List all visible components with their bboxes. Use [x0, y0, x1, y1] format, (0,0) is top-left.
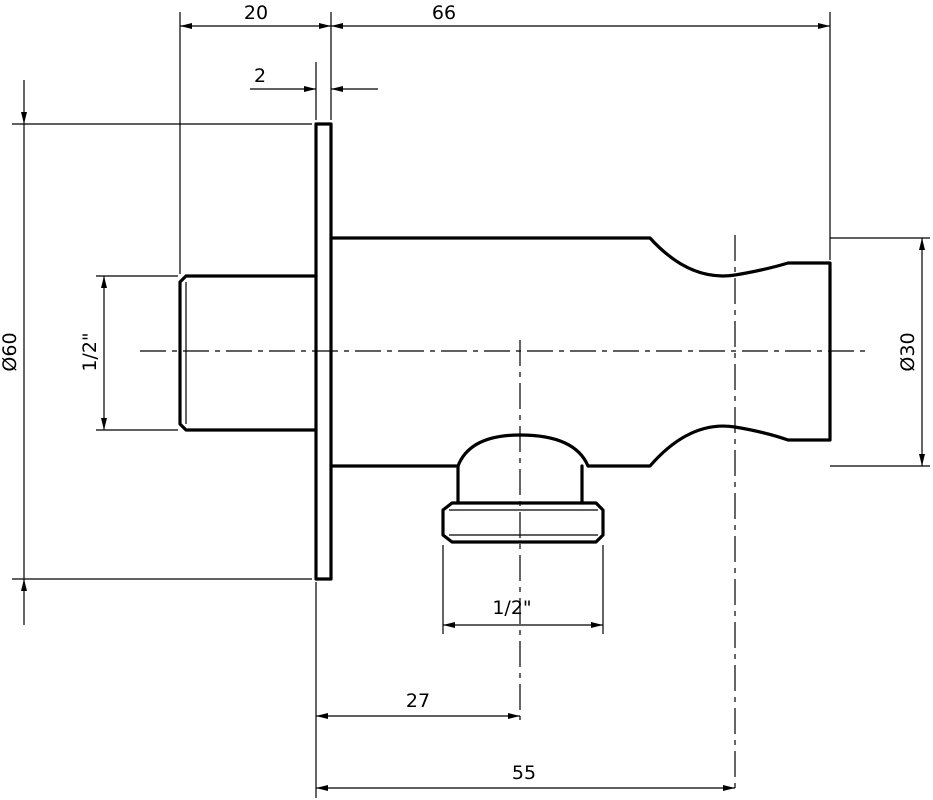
dim-30-label: Ø30	[897, 332, 919, 371]
center-lines	[140, 235, 870, 790]
dim-27-label: 27	[406, 690, 430, 712]
dim-60-arrow-top	[21, 112, 27, 124]
dim-thread-bottom-label: 1/2"	[492, 597, 531, 619]
dim-55-label: 55	[512, 762, 536, 784]
dimension-labels: 20 66 2 Ø60 1/2" Ø30 1/2" 27 55	[0, 2, 919, 784]
dim-thread-left-label: 1/2"	[79, 332, 101, 371]
rear-thread-stub	[178, 274, 318, 432]
outlet-neck	[456, 464, 584, 505]
dim-60-label: Ø60	[0, 332, 21, 371]
dim-60-arrow-bottom	[21, 579, 27, 591]
dim-2-label: 2	[254, 65, 266, 87]
dimension-lines	[21, 23, 925, 791]
dim-20-label: 20	[244, 2, 268, 24]
extension-lines	[12, 12, 930, 798]
dim-66-label: 66	[432, 2, 456, 24]
outlet-thread	[441, 501, 605, 544]
holder-body	[329, 236, 832, 468]
